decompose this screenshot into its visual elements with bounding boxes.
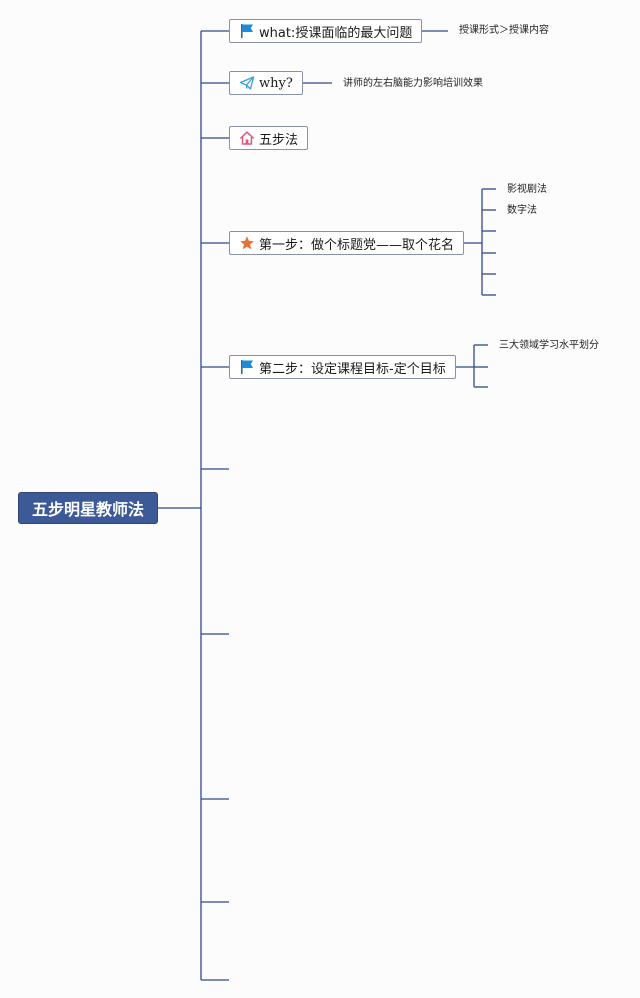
topic-step-two-label: 第二步：设定课程目标-定个目标 <box>259 361 446 377</box>
topic-five-steps-label: 五步法 <box>259 132 299 148</box>
topic-step-two[interactable]: 第二步：设定课程目标-定个目标 <box>229 355 456 379</box>
paper-plane-icon <box>239 75 255 91</box>
root-topic-label: 五步明星教师法 <box>31 500 144 519</box>
topic-what[interactable]: what:授课面临的最大问题 <box>229 19 423 43</box>
topic-what-label: what:授课面临的最大问题 <box>259 25 413 41</box>
house-icon <box>239 130 255 146</box>
topic-why[interactable]: why? <box>229 71 303 95</box>
topic-step-one[interactable]: 第一步：做个标题党——取个花名 <box>229 231 465 255</box>
topic-five-steps[interactable]: 五步法 <box>229 126 309 150</box>
topic-why-label: why? <box>259 75 293 91</box>
leaf-step2-three-domains[interactable]: 三大领域学习水平划分 <box>499 340 599 351</box>
blue-flag-icon <box>239 359 255 375</box>
leaf-why-detail[interactable]: 讲师的左右脑能力影响培训效果 <box>343 78 483 89</box>
leaf-step1-number-method[interactable]: 数字法 <box>507 205 537 216</box>
topic-step-one-label: 第一步：做个标题党——取个花名 <box>259 237 455 253</box>
root-topic[interactable]: 五步明星教师法 <box>18 492 158 524</box>
orange-star-icon <box>239 235 255 251</box>
leaf-step1-tv-method[interactable]: 影视剧法 <box>507 184 547 195</box>
leaf-what-detail[interactable]: 授课形式＞授课内容 <box>459 25 549 36</box>
blue-flag-icon <box>239 23 255 39</box>
